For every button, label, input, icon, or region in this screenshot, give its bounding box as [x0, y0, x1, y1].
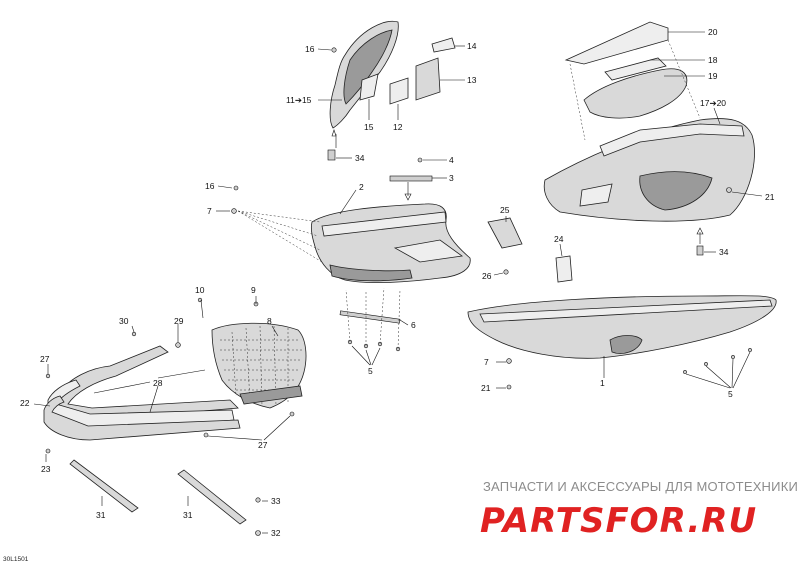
watermark-tagline: ЗАПЧАСТИ И АКСЕССУАРЫ ДЛЯ МОТОТЕХНИКИ — [483, 479, 798, 494]
callout-10: 10 — [195, 285, 205, 295]
callout-34-b: 34 — [719, 247, 729, 257]
side-panel-assembly — [327, 20, 456, 161]
bumper-grille-assembly — [43, 297, 307, 536]
callout-22: 22 — [20, 398, 30, 408]
right-side-panel-assembly — [543, 21, 755, 256]
callout-13: 13 — [467, 75, 477, 85]
callout-27: 27 — [40, 354, 50, 364]
callout-9: 9 — [251, 285, 256, 295]
callout-31: 31 — [96, 510, 106, 520]
bracket-assembly — [487, 217, 573, 283]
callout-6: 6 — [411, 320, 416, 330]
callout-16: 16 — [305, 44, 315, 54]
callout-31-b: 31 — [183, 510, 193, 520]
callout-32: 32 — [271, 528, 281, 538]
callout-24: 24 — [554, 234, 564, 244]
watermark-logo: PARTSFOR.RU — [480, 501, 757, 541]
callout-18: 18 — [708, 55, 718, 65]
callout-21: 21 — [765, 192, 775, 202]
callout-33: 33 — [271, 496, 281, 506]
callout-30: 30 — [119, 316, 129, 326]
callout-2: 2 — [359, 182, 364, 192]
callout-27-b: 27 — [258, 440, 268, 450]
callout-21-b: 21 — [481, 383, 491, 393]
callout-25: 25 — [500, 205, 510, 215]
callout-23: 23 — [41, 464, 51, 474]
callout-19: 19 — [708, 71, 718, 81]
callout-14: 14 — [467, 41, 477, 51]
long-side-pan — [467, 295, 777, 390]
callout-17-20: 17➔20 — [700, 98, 726, 108]
callout-7-b: 7 — [484, 357, 489, 367]
callout-11-15: 11➔15 — [286, 95, 312, 105]
callout-16-b: 16 — [205, 181, 215, 191]
callout-4: 4 — [449, 155, 454, 165]
callout-5: 5 — [368, 366, 373, 376]
grille-mesh — [220, 325, 302, 407]
callout-1: 1 — [600, 378, 605, 388]
callout-29: 29 — [174, 316, 184, 326]
callout-20: 20 — [708, 27, 718, 37]
callout-15: 15 — [364, 122, 374, 132]
callout-12: 12 — [393, 122, 403, 132]
callout-8: 8 — [267, 316, 272, 326]
callout-28: 28 — [153, 378, 163, 388]
callout-3: 3 — [449, 173, 454, 183]
callout-7: 7 — [207, 206, 212, 216]
callout-34: 34 — [355, 153, 365, 163]
callout-5-b: 5 — [728, 389, 733, 399]
callout-26: 26 — [482, 271, 492, 281]
diagram-code: 30L1501 — [3, 556, 29, 563]
belly-pan-assembly — [231, 157, 471, 352]
